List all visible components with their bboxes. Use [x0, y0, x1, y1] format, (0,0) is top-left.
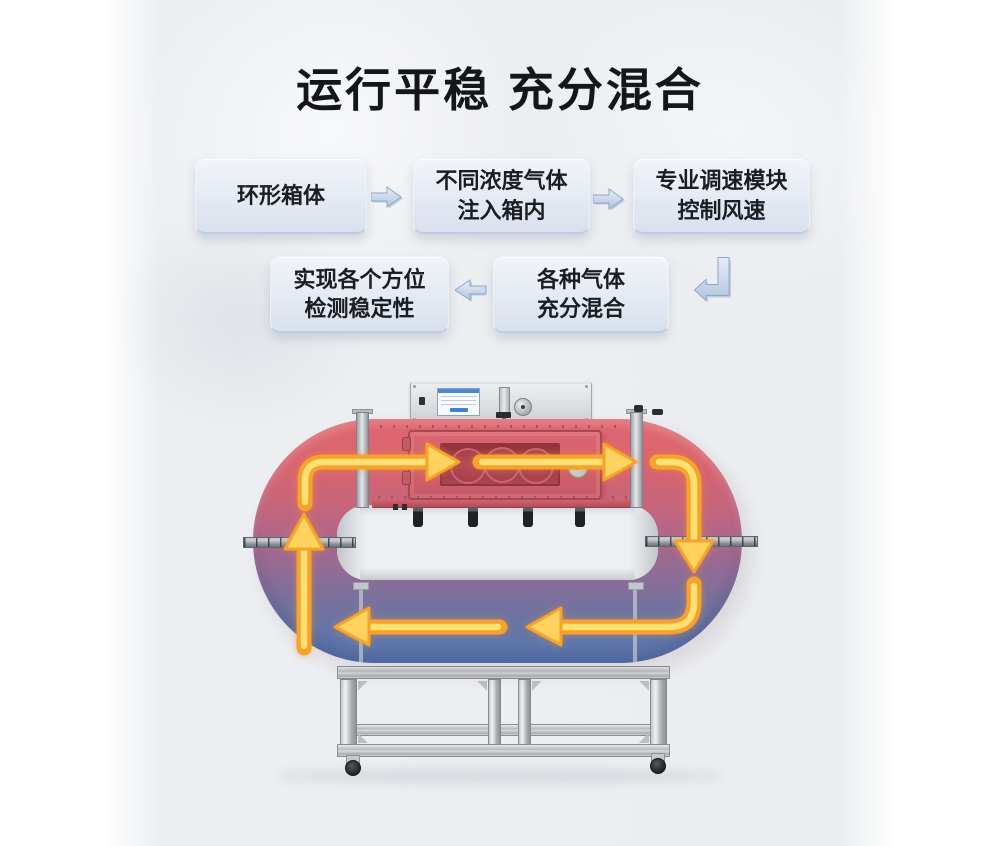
injection-nozzle [575, 507, 585, 527]
caster-wheel [345, 760, 361, 776]
frame-leg [488, 679, 501, 745]
mixing-fan [484, 447, 520, 483]
injection-nozzle [523, 507, 533, 527]
frame-leg [650, 679, 667, 745]
flow-step-label: 各种气体 充分混合 [536, 266, 625, 321]
injection-nozzle [413, 507, 423, 527]
panel-seam [359, 582, 363, 662]
caster-wheel [650, 758, 666, 774]
right-arrow-icon [593, 188, 625, 211]
flow-step-label: 专业调速模块 控制风速 [655, 168, 788, 223]
screw [413, 385, 416, 388]
frame-rail-top [337, 666, 670, 679]
corner-brace [358, 681, 368, 691]
chamber-center-opening [337, 505, 658, 580]
flow-step-label: 不同浓度气体 注入箱内 [435, 168, 568, 223]
injection-port [393, 504, 398, 510]
left-arrow-icon [454, 279, 487, 302]
panel-seam [633, 582, 637, 662]
bolt-row [378, 496, 628, 499]
screw [585, 385, 588, 388]
inner-wall [360, 505, 635, 515]
flow-step-speed-module: 专业调速模块 控制风速 [633, 158, 810, 234]
corner-brace [477, 681, 487, 691]
flow-step-detection-stability: 实现各个方位 检测稳定性 [270, 256, 449, 333]
screen-text-line [441, 396, 476, 397]
side-flange-right [645, 536, 758, 547]
frame-rail-middle [348, 724, 659, 736]
control-knob [514, 398, 532, 416]
seam-bracket [628, 582, 644, 590]
flow-step-label: 环形箱体 [236, 182, 325, 208]
corner-brace [532, 681, 542, 691]
flow-meter-base [496, 412, 511, 418]
elbow-arrow-icon [693, 257, 731, 303]
bolt-row [380, 425, 625, 428]
corner-brace [639, 733, 649, 743]
ground-shadow [275, 768, 725, 784]
chamber-bottom-lip [372, 500, 634, 508]
frame-leg [518, 679, 531, 745]
screen-text-line [441, 400, 476, 401]
screen-text-line [441, 404, 476, 405]
flow-step-gas-injection: 不同浓度气体 注入箱内 [413, 158, 590, 234]
screen-header-bar [438, 389, 479, 393]
top-fitting [652, 409, 663, 415]
flow-step-ring-chamber: 环形箱体 [195, 158, 367, 234]
door-window [440, 443, 560, 486]
door-hinge [402, 437, 411, 451]
inner-wall [360, 568, 635, 580]
corner-brace [358, 733, 368, 743]
flow-step-label: 实现各个方位 检测稳定性 [293, 266, 426, 321]
injection-port [402, 504, 407, 510]
support-post-right [630, 412, 643, 508]
right-arrow-icon [371, 186, 403, 209]
support-post-left [356, 412, 369, 508]
mixing-fan [450, 448, 486, 484]
control-screen [437, 388, 480, 416]
door-port-flange [568, 458, 588, 478]
frame-rail-bottom [337, 744, 670, 757]
top-fitting [634, 405, 643, 412]
power-switch [419, 397, 425, 405]
screen-button [449, 408, 468, 412]
side-flange-left [243, 537, 356, 548]
frame-leg [340, 679, 357, 745]
corner-brace [639, 681, 649, 691]
injection-nozzle [468, 507, 478, 527]
mixing-fan [518, 448, 554, 484]
door-hinge [402, 471, 411, 485]
seam-bracket [353, 582, 369, 590]
page-title: 运行平稳 充分混合 [296, 64, 704, 116]
flow-step-gas-mixing: 各种气体 充分混合 [493, 256, 669, 333]
